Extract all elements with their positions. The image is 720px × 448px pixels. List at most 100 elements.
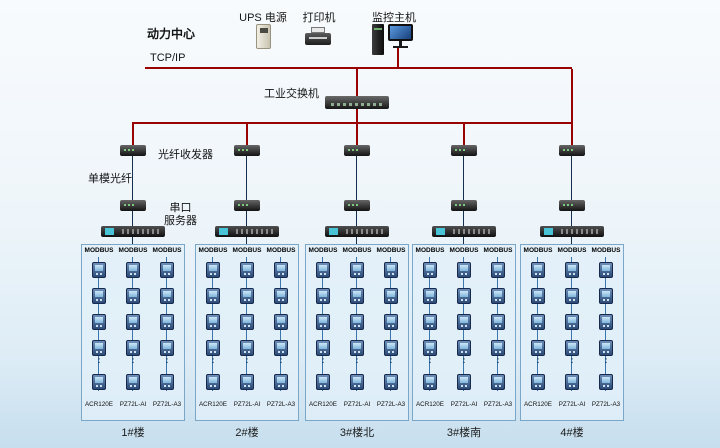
meter-display xyxy=(95,265,103,271)
power-meter-icon xyxy=(126,374,140,390)
fiber-transceiver-icon xyxy=(451,145,477,156)
power-meter-icon xyxy=(160,374,174,390)
serial-server-led xyxy=(544,228,553,235)
power-meter-icon xyxy=(423,288,437,304)
building-group: MODBUS ⋮ ACR120E MODBUS ⋮ PZ72L-AI MODBU… xyxy=(81,122,185,440)
power-meter-icon xyxy=(384,314,398,330)
power-meter-icon xyxy=(491,288,505,304)
power-meter-icon xyxy=(126,314,140,330)
serial-server-label-line1: 串口 xyxy=(169,202,192,214)
fiber-transceiver-icon xyxy=(559,200,585,211)
power-meter-icon xyxy=(599,262,613,278)
meter-column: MODBUS ⋮ PZ72L-AI xyxy=(116,245,150,420)
modbus-bus-label: MODBUS xyxy=(342,247,372,254)
meter-column: MODBUS ⋮ PZ72L-AI xyxy=(555,245,589,420)
continuation-dots: ⋮ xyxy=(242,354,252,365)
serial-server-label-line2: 服务器 xyxy=(164,215,197,227)
power-meter-icon xyxy=(565,314,579,330)
power-meter-icon xyxy=(491,374,505,390)
meter-model-label: PZ72L-A3 xyxy=(483,401,513,408)
serial-to-box-line xyxy=(356,237,357,244)
meter-model-label: PZ72L-AI xyxy=(119,401,147,408)
building-label: 3#楼北 xyxy=(339,427,375,439)
power-meter-icon xyxy=(240,340,254,356)
fiber-transceiver-icon xyxy=(120,200,146,211)
power-meter-icon xyxy=(274,262,288,278)
continuation-dots: ⋮ xyxy=(459,354,469,365)
ups-label: UPS 电源 xyxy=(239,12,287,24)
power-meter-icon xyxy=(350,314,364,330)
meter-display xyxy=(602,317,610,323)
modbus-bus-label: MODBUS xyxy=(308,247,338,254)
meter-display xyxy=(353,265,361,271)
continuation-dots: ⋮ xyxy=(352,354,362,365)
meter-column: MODBUS ⋮ PZ72L-A3 xyxy=(264,245,298,420)
power-meter-icon xyxy=(160,262,174,278)
meter-display xyxy=(353,343,361,349)
power-meter-icon xyxy=(126,340,140,356)
branch-bus-line xyxy=(132,122,573,124)
power-meter-icon xyxy=(274,340,288,356)
power-meter-icon xyxy=(350,374,364,390)
serial-server-led xyxy=(105,228,114,235)
meter-display xyxy=(568,291,576,297)
meter-model-label: ACR120E xyxy=(523,401,552,408)
ethernet-drop-line xyxy=(571,122,573,145)
power-meter-icon xyxy=(316,288,330,304)
power-meter-icon xyxy=(531,262,545,278)
fiber-transceiver-icon xyxy=(344,200,370,211)
meter-column: MODBUS ⋮ ACR120E xyxy=(413,245,447,420)
serial-server-led xyxy=(436,228,445,235)
host-tower-icon xyxy=(372,24,384,55)
industrial-switch-icon xyxy=(325,96,389,109)
meter-column: MODBUS ⋮ ACR120E xyxy=(82,245,116,420)
power-meter-icon xyxy=(92,314,106,330)
meter-display xyxy=(602,377,610,383)
meter-box: MODBUS ⋮ ACR120E MODBUS ⋮ PZ72L-AI MODBU… xyxy=(305,244,409,421)
power-meter-icon xyxy=(457,262,471,278)
serial-to-box-line xyxy=(571,237,572,244)
building-group: MODBUS ⋮ ACR120E MODBUS ⋮ PZ72L-AI MODBU… xyxy=(305,122,409,440)
meter-display xyxy=(568,343,576,349)
meter-model-label: ACR120E xyxy=(308,401,337,408)
meter-display xyxy=(95,291,103,297)
power-meter-icon xyxy=(274,288,288,304)
serial-server-icon xyxy=(101,226,165,237)
power-meter-icon xyxy=(423,340,437,356)
power-meter-icon xyxy=(92,262,106,278)
meter-display xyxy=(494,317,502,323)
meter-display xyxy=(277,291,285,297)
meter-display xyxy=(163,265,171,271)
continuation-dots: ⋮ xyxy=(533,354,543,365)
fiber-transceiver-icon xyxy=(120,145,146,156)
meter-display xyxy=(602,265,610,271)
meter-column: MODBUS ⋮ PZ72L-A3 xyxy=(374,245,408,420)
building-label: 2#楼 xyxy=(235,427,259,439)
meter-display xyxy=(602,291,610,297)
modbus-bus-label: MODBUS xyxy=(376,247,406,254)
site-label: 动力中心 xyxy=(147,27,196,41)
meter-display xyxy=(494,291,502,297)
power-meter-icon xyxy=(423,262,437,278)
serial-to-box-line xyxy=(463,237,464,244)
modbus-bus-label: MODBUS xyxy=(449,247,479,254)
continuation-dots: ⋮ xyxy=(318,354,328,365)
fiber-transceiver-icon xyxy=(559,145,585,156)
meter-display xyxy=(129,343,137,349)
power-meter-icon xyxy=(316,374,330,390)
fiber-link-line xyxy=(463,156,464,200)
fiber-link-line xyxy=(246,156,247,200)
power-meter-icon xyxy=(160,288,174,304)
meter-box: MODBUS ⋮ ACR120E MODBUS ⋮ PZ72L-AI MODBU… xyxy=(195,244,299,421)
power-meter-icon xyxy=(384,340,398,356)
meter-display xyxy=(426,317,434,323)
meter-display xyxy=(319,291,327,297)
modbus-bus-label: MODBUS xyxy=(415,247,445,254)
printer-paper xyxy=(311,27,325,33)
meter-display xyxy=(426,291,434,297)
transceiver-to-serial-line xyxy=(246,211,247,226)
meter-display xyxy=(95,317,103,323)
building-group: MODBUS ⋮ ACR120E MODBUS ⋮ PZ72L-AI MODBU… xyxy=(412,122,516,440)
meter-display xyxy=(277,377,285,383)
power-meter-icon xyxy=(565,340,579,356)
